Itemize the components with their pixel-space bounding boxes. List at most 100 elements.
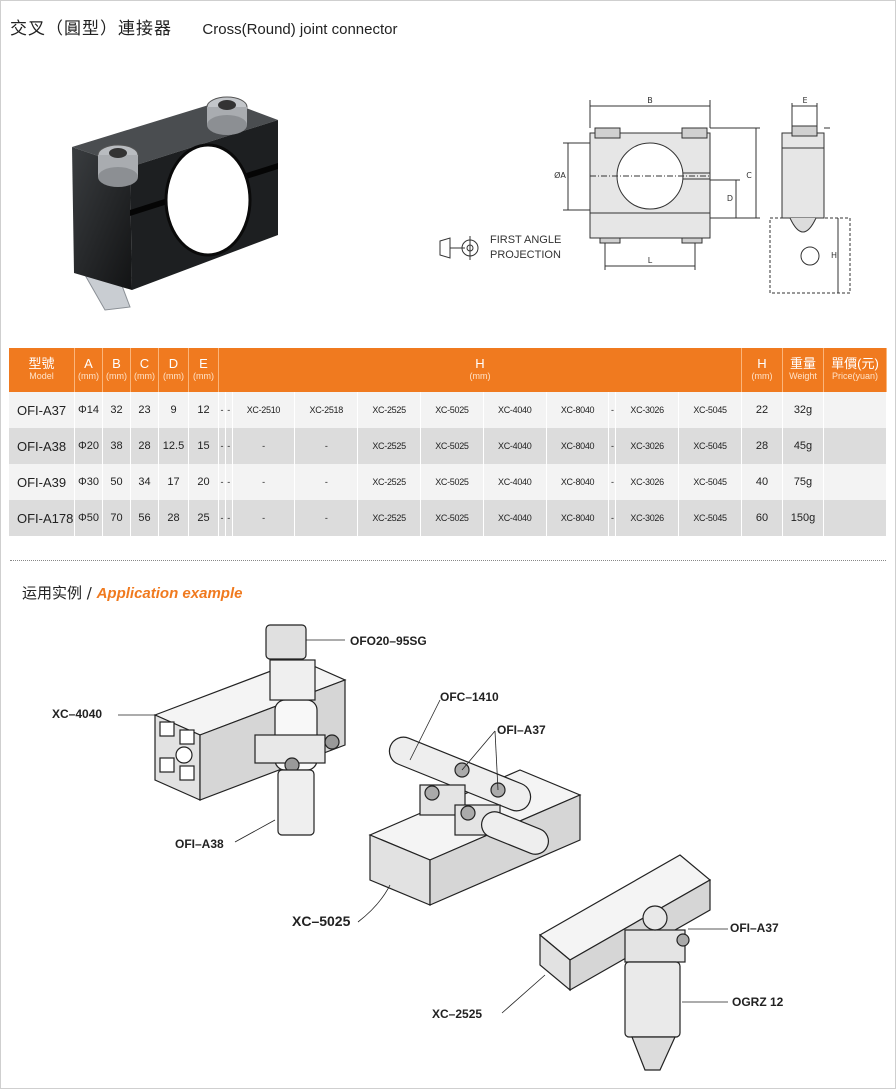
cell-e: 20 [188, 464, 219, 500]
cell-profile: XC-5045 [678, 392, 742, 428]
dim-c: C [746, 171, 752, 180]
cell-profile: XC-5025 [420, 392, 484, 428]
header-d: D(mm) [158, 348, 189, 392]
label-ogrz12: OGRZ 12 [732, 995, 784, 1009]
cell-profile: - [225, 464, 233, 500]
projection-line1: FIRST ANGLE [490, 234, 561, 246]
cell-profile: - [218, 428, 226, 464]
title-en: Cross(Round) joint connector [202, 21, 398, 38]
cell-profile: XC-3026 [615, 464, 680, 500]
cell-profile: - [232, 428, 296, 464]
table-row: OFI-A39 Φ30 50 34 17 20 - - - - XC-2525 … [9, 464, 887, 500]
projection-line2: PROJECTION [490, 249, 561, 261]
dim-h: H [831, 251, 837, 260]
cell-model: OFI-A178 [9, 500, 75, 536]
cell-profile: XC-8040 [546, 500, 610, 536]
cell-h: 60 [741, 500, 783, 536]
cell-profile: XC-5045 [678, 428, 742, 464]
cell-d: 12.5 [158, 428, 189, 464]
cell-profile: XC-2518 [294, 392, 359, 428]
cell-profile: - [225, 428, 233, 464]
section-divider [10, 560, 886, 561]
header-e: E(mm) [188, 348, 219, 392]
cell-profile: XC-2525 [357, 428, 421, 464]
cell-price [823, 392, 887, 428]
cell-b: 32 [102, 392, 131, 428]
cell-price [823, 464, 887, 500]
dim-e: E [802, 96, 807, 105]
cell-profile: - [232, 500, 296, 536]
cell-a: Φ14 [74, 392, 103, 428]
cell-profile: - [218, 392, 226, 428]
cell-h: 22 [741, 392, 783, 428]
cell-c: 23 [130, 392, 159, 428]
cell-weight: 45g [782, 428, 824, 464]
cell-weight: 32g [782, 392, 824, 428]
cell-profile: XC-8040 [546, 392, 610, 428]
cell-profile: XC-5045 [678, 500, 742, 536]
cell-profile: XC-3026 [615, 428, 680, 464]
header-a: A(mm) [74, 348, 103, 392]
dim-d: D [727, 194, 733, 203]
cell-h: 28 [741, 428, 783, 464]
cell-profile: XC-8040 [546, 428, 610, 464]
cell-e: 15 [188, 428, 219, 464]
page-title: 交叉（圓型）連接器 Cross(Round) joint connector [10, 14, 398, 39]
cell-profile: XC-3026 [615, 392, 680, 428]
cell-d: 17 [158, 464, 189, 500]
cell-price [823, 428, 887, 464]
dim-b: B [647, 96, 653, 105]
cell-b: 50 [102, 464, 131, 500]
cell-model: OFI-A37 [9, 392, 75, 428]
cell-b: 70 [102, 500, 131, 536]
label-xc2525: XC–2525 [432, 1007, 483, 1021]
cell-model: OFI-A38 [9, 428, 75, 464]
cell-profile: - [608, 500, 617, 536]
cell-profile: XC-4040 [483, 392, 547, 428]
cell-a: Φ30 [74, 464, 103, 500]
cell-profile: - [218, 500, 226, 536]
cell-profile: XC-2510 [232, 392, 296, 428]
cell-h: 40 [741, 464, 783, 500]
cell-profile: - [608, 428, 617, 464]
application-heading: 运用实例 / Application example [22, 582, 242, 603]
label-ofi-a37-1: OFI–A37 [497, 723, 546, 737]
cell-profile: - [294, 428, 359, 464]
cell-profile: - [225, 500, 233, 536]
table-row: OFI-A178 Φ50 70 56 28 25 - - - - XC-2525… [9, 500, 887, 536]
label-ofi-a38: OFI–A38 [175, 837, 224, 851]
connector-photo [72, 96, 278, 311]
application-heading-en: Application example [96, 585, 243, 602]
cell-profile: XC-4040 [483, 500, 547, 536]
cell-model: OFI-A39 [9, 464, 75, 500]
header-h: H(mm) [741, 348, 783, 392]
cell-profile: - [294, 464, 359, 500]
cell-price [823, 500, 887, 536]
cell-a: Φ50 [74, 500, 103, 536]
cell-profile: XC-5025 [420, 428, 484, 464]
title-cn: 交叉（圓型）連接器 [10, 19, 172, 39]
label-ofi-a37-2: OFI–A37 [730, 921, 779, 935]
label-xc4040: XC–4040 [52, 707, 103, 721]
cell-profile: XC-5025 [420, 500, 484, 536]
dim-a: ØA [554, 170, 566, 180]
table-row: OFI-A37 Φ14 32 23 9 12 - - XC-2510 XC-25… [9, 392, 887, 428]
cell-profile: - [294, 500, 359, 536]
header-b: B(mm) [102, 348, 131, 392]
cell-profile: - [218, 464, 226, 500]
cell-d: 28 [158, 500, 189, 536]
header-profiles: H(mm) [218, 348, 742, 392]
cell-e: 12 [188, 392, 219, 428]
cell-b: 38 [102, 428, 131, 464]
cell-profile: XC-3026 [615, 500, 680, 536]
cell-profile: XC-8040 [546, 464, 610, 500]
label-xc5025: XC–5025 [292, 913, 351, 929]
application-illustrations [118, 624, 728, 1071]
label-ofc1410: OFC–1410 [440, 690, 499, 704]
application-heading-cn: 运用实例 / [22, 584, 97, 602]
cell-profile: - [225, 392, 233, 428]
table-row: OFI-A38 Φ20 38 28 12.5 15 - - - - XC-252… [9, 428, 887, 464]
